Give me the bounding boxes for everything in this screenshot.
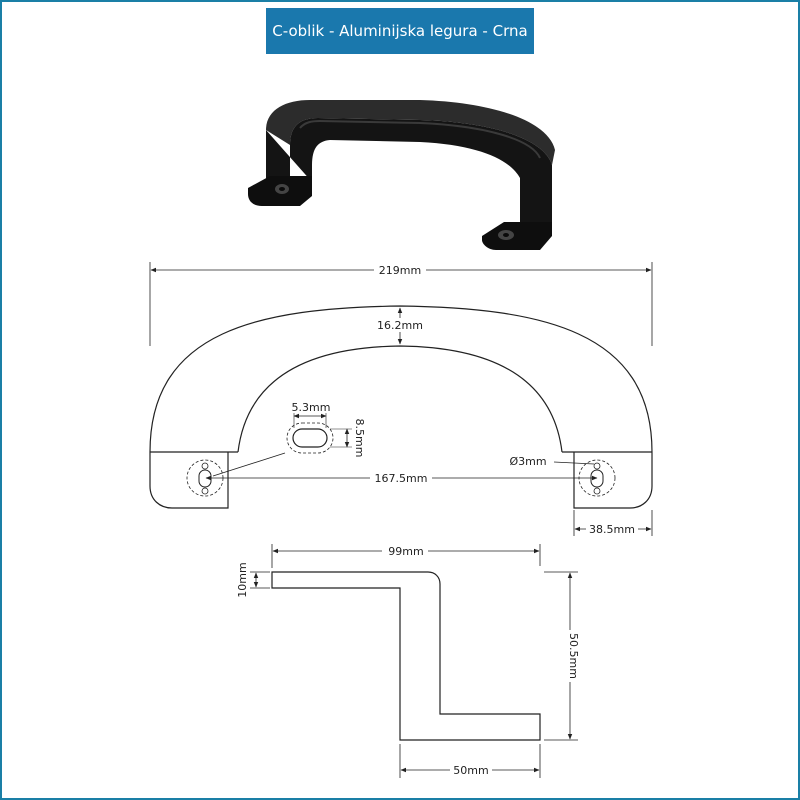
top-thickness-label: 10mm: [236, 562, 249, 597]
front-view-outline: [149, 305, 653, 509]
side-height-label: 50.5mm: [567, 633, 580, 679]
handle-product-photo: [248, 100, 555, 250]
top-length-label: 99mm: [388, 545, 423, 558]
hole-spacing-label: 167.5mm: [375, 472, 428, 485]
side-dimension-lines: [250, 544, 578, 778]
hole-diameter-label: Ø3mm: [509, 455, 546, 468]
grip-thickness-label: 16.2mm: [377, 319, 423, 332]
slot-detail: [212, 413, 352, 477]
side-view-outline: [271, 571, 541, 741]
slot-width-label: 5.3mm: [292, 401, 331, 414]
product-title-banner: C-oblik - Aluminijska legura - Crna: [266, 8, 534, 54]
foot-length-label: 38.5mm: [589, 523, 635, 536]
slot-height-label: 8.5mm: [353, 419, 366, 458]
overall-width-label: 219mm: [379, 264, 421, 277]
front-dimension-lines: [149, 262, 653, 536]
base-length-label: 50mm: [453, 764, 488, 777]
